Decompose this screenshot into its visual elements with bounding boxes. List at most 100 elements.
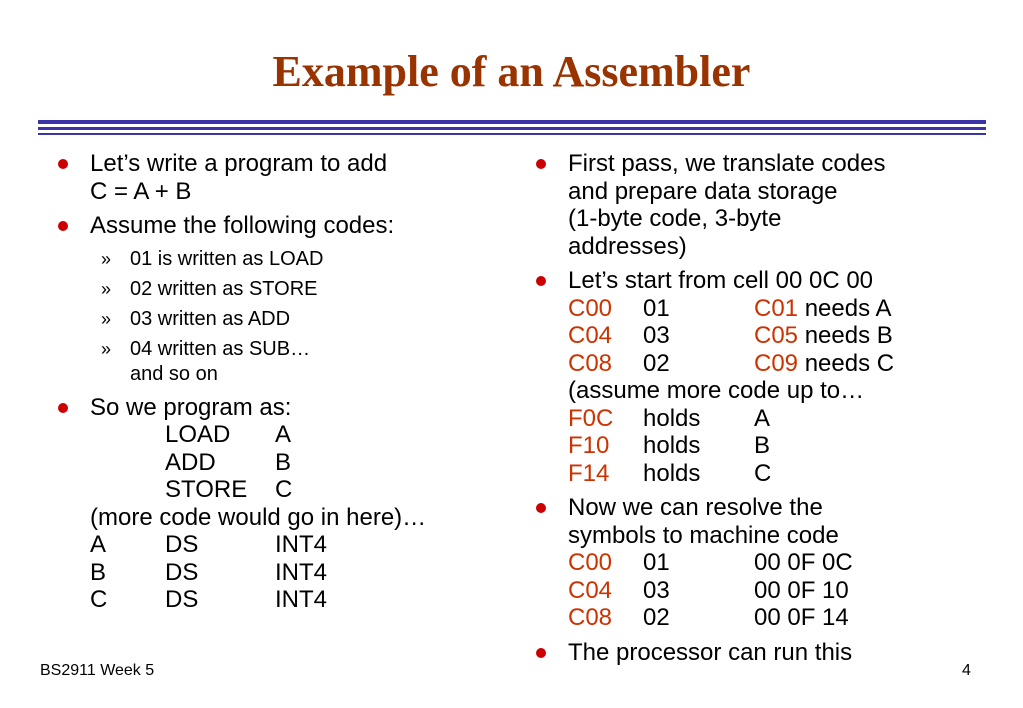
program-arg: B bbox=[275, 448, 292, 476]
data-directive: DS bbox=[165, 531, 199, 558]
sub-item: » 04 written as SUB… and so on bbox=[52, 337, 512, 387]
bullet-text: Let’s write a program to add bbox=[90, 150, 388, 177]
sub-item-text: and so on bbox=[130, 362, 218, 385]
assume-note: (assume more code up to… bbox=[568, 377, 865, 404]
machine-code-row: C08 02 00 0F 14 bbox=[568, 604, 990, 632]
title-rule-middle bbox=[38, 127, 986, 130]
bullet-text: First pass, we translate codes bbox=[568, 150, 886, 177]
operand: 00 0F 14 bbox=[754, 604, 849, 631]
op-code: 02 bbox=[643, 349, 670, 377]
footer-course-label: BS2911 Week 5 bbox=[40, 662, 155, 679]
op-code: 03 bbox=[643, 322, 670, 349]
operand: 00 0F 0C bbox=[754, 549, 853, 576]
holds-word: holds bbox=[643, 432, 701, 459]
title-rule-thin bbox=[38, 133, 986, 135]
cell-address: C00 bbox=[568, 549, 613, 576]
bullet-text: The processor can run this bbox=[568, 638, 853, 666]
machine-code-row: C00 01 00 0F 0C bbox=[568, 549, 990, 577]
code-row: C08 02 C09 needs C bbox=[568, 350, 990, 378]
data-type: INT4 bbox=[275, 558, 328, 586]
cell-address: C04 bbox=[568, 576, 613, 604]
holds-var: B bbox=[754, 432, 771, 459]
sub-item-text: 02 written as STORE bbox=[130, 277, 318, 300]
cell-reference: C09 bbox=[754, 349, 799, 377]
cell-reference: C01 bbox=[754, 294, 799, 322]
row-note: needs A bbox=[804, 294, 892, 322]
program-note: (more code would go in here)… bbox=[90, 503, 427, 531]
data-name: B bbox=[90, 558, 107, 586]
data-type: INT4 bbox=[275, 586, 328, 613]
bullet-dot-icon bbox=[536, 503, 546, 513]
cell-address: C08 bbox=[568, 604, 613, 631]
sub-item-text: 01 is written as LOAD bbox=[130, 247, 324, 270]
holds-word: holds bbox=[643, 404, 701, 432]
data-type: INT4 bbox=[275, 531, 328, 558]
bullet-dot-icon bbox=[536, 159, 546, 169]
bullet-dot-icon bbox=[536, 276, 546, 286]
data-name: A bbox=[90, 531, 107, 558]
sub-item: » 01 is written as LOAD bbox=[52, 247, 512, 272]
cell-address: C08 bbox=[568, 349, 613, 377]
program-op: LOAD bbox=[165, 421, 231, 448]
slide-title: Example of an Assembler bbox=[272, 47, 751, 96]
title-rule-thick bbox=[38, 120, 986, 124]
bullet-item-resolve: Now we can resolve the symbols to machin… bbox=[530, 494, 990, 632]
data-directive: DS bbox=[165, 558, 199, 586]
program-line: STORE C bbox=[90, 476, 512, 504]
bullet-item-first-pass: First pass, we translate codes and prepa… bbox=[530, 150, 990, 260]
bullet-text: Assume the following codes: bbox=[90, 212, 395, 239]
holds-row: F10 holds B bbox=[568, 432, 990, 460]
cell-address: F0C bbox=[568, 404, 614, 432]
page-number: 4 bbox=[962, 662, 971, 679]
data-line: C DS INT4 bbox=[90, 586, 512, 614]
chevron-marker-icon: » bbox=[101, 338, 112, 359]
bullet-text: symbols to machine code bbox=[568, 521, 839, 549]
sub-item: » 02 written as STORE bbox=[52, 277, 512, 302]
data-directive: DS bbox=[165, 586, 199, 613]
program-arg: C bbox=[275, 476, 293, 503]
bullet-text: Let’s start from cell 00 0C 00 bbox=[568, 267, 874, 294]
sub-item: » 03 written as ADD bbox=[52, 307, 512, 332]
holds-row: F0C holds A bbox=[568, 405, 990, 433]
program-line: ADD B bbox=[90, 449, 512, 477]
bullet-item-codes: Assume the following codes: bbox=[52, 212, 512, 240]
row-note: needs B bbox=[804, 322, 893, 349]
code-row: C04 03 C05 needs B bbox=[568, 322, 990, 350]
cell-address: F14 bbox=[568, 459, 610, 487]
chevron-marker-icon: » bbox=[101, 248, 112, 269]
sub-item-text: 03 written as ADD bbox=[130, 307, 291, 330]
program-arg: A bbox=[275, 421, 292, 448]
bullet-text: (1-byte code, 3-byte bbox=[568, 205, 782, 232]
chevron-marker-icon: » bbox=[101, 278, 112, 299]
op-code: 01 bbox=[643, 549, 670, 576]
data-name: C bbox=[90, 586, 108, 613]
bullet-dot-icon bbox=[536, 647, 546, 658]
op-code: 02 bbox=[643, 604, 670, 631]
op-code: 03 bbox=[643, 576, 670, 604]
chevron-marker-icon: » bbox=[101, 308, 112, 329]
op-code: 01 bbox=[643, 294, 670, 322]
bullet-item-run: The processor can run this bbox=[530, 639, 990, 667]
bullet-dot-icon bbox=[58, 402, 68, 413]
data-line: B DS INT4 bbox=[90, 559, 512, 587]
program-op: ADD bbox=[165, 448, 216, 476]
bullet-dot-icon bbox=[58, 221, 68, 231]
holds-var: C bbox=[754, 459, 772, 487]
bullet-item-add-program: Let’s write a program to add C = A + B bbox=[52, 150, 512, 205]
row-note: needs C bbox=[804, 349, 895, 377]
bullet-text: and prepare data storage bbox=[568, 177, 838, 205]
bullet-dot-icon bbox=[58, 159, 68, 169]
program-line: LOAD A bbox=[90, 421, 512, 449]
cell-reference: C05 bbox=[754, 322, 799, 349]
cell-address: F10 bbox=[568, 432, 610, 459]
program-op: STORE bbox=[165, 476, 248, 503]
holds-var: A bbox=[754, 404, 771, 432]
sub-item-text: 04 written as SUB… bbox=[130, 337, 311, 360]
left-column: Let’s write a program to add C = A + B A… bbox=[52, 150, 512, 621]
cell-address: C04 bbox=[568, 322, 613, 349]
